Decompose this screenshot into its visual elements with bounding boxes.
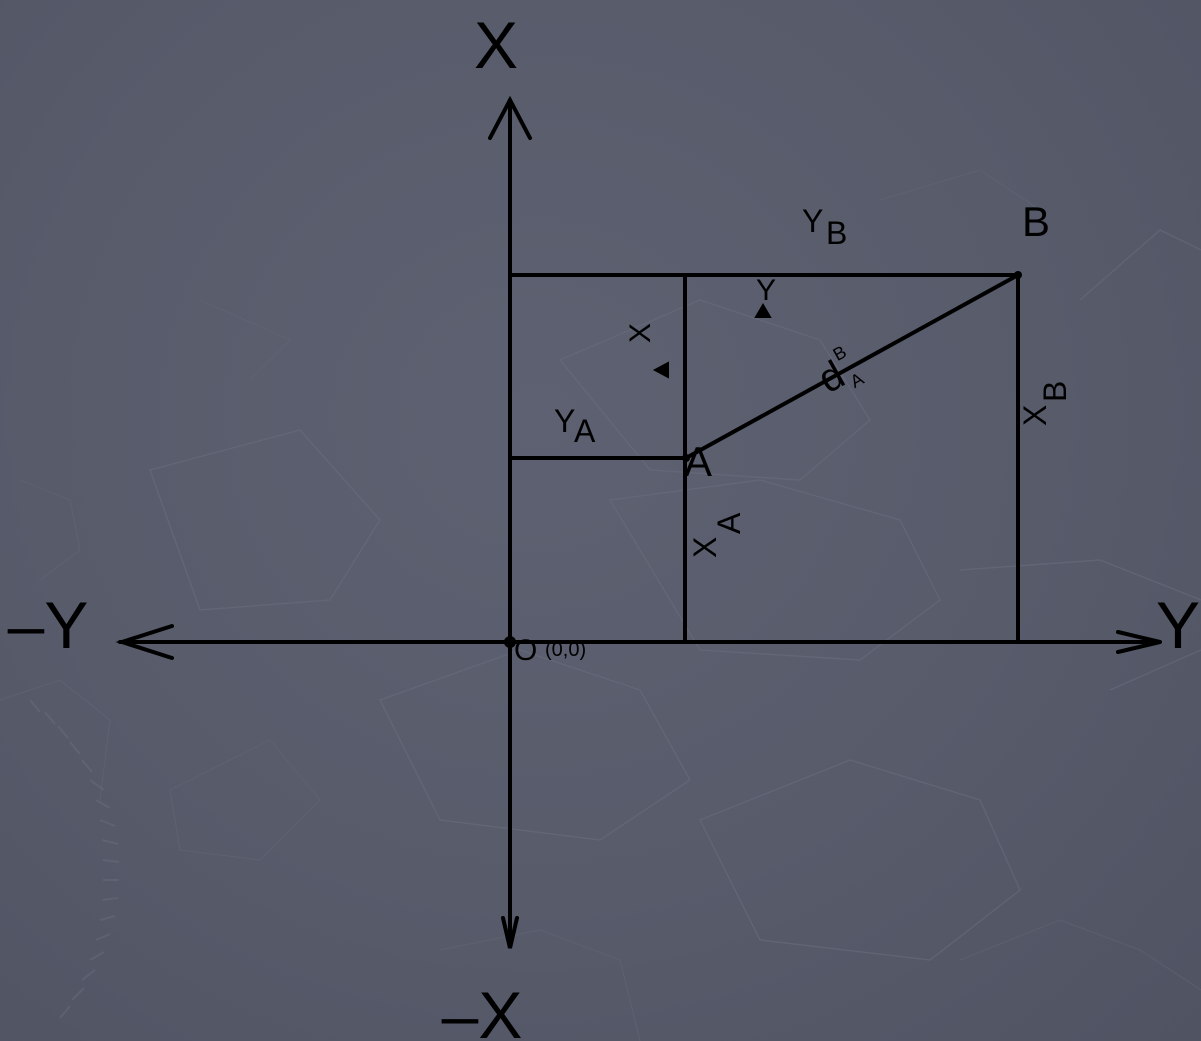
segment-ab: [685, 273, 1019, 460]
yb-label: Y B: [802, 203, 847, 251]
origin-coords: (0,0): [545, 639, 586, 661]
construction-lines: [510, 273, 1020, 642]
xa-label: X A: [687, 512, 747, 558]
axis-label-x-neg: –X: [442, 978, 523, 1041]
svg-text:B: B: [1037, 381, 1073, 402]
origin-label: O: [514, 634, 537, 667]
y-pos-arrowhead: [1116, 630, 1161, 654]
background-contours: [0, 169, 1201, 1041]
svg-text:Y: Y: [554, 403, 575, 439]
delta-y-triangle-icon: [754, 303, 772, 318]
distance-label: d B A: [811, 342, 867, 402]
axis-label-y-neg: –Y: [8, 588, 89, 662]
point-b-label: B: [1022, 198, 1050, 245]
point-a-label: A: [684, 438, 712, 485]
delta-x-triangle-icon: [652, 361, 669, 379]
svg-text:B: B: [826, 215, 847, 251]
point-a-dot: [682, 454, 690, 462]
delta-y-label: Y: [756, 274, 776, 307]
svg-text:A: A: [711, 512, 747, 534]
xb-label: X B: [1017, 381, 1073, 426]
svg-text:X: X: [624, 323, 657, 343]
y-neg-arrowhead: [115, 624, 174, 660]
x-neg-arrowhead: [501, 916, 519, 949]
svg-text:Y: Y: [802, 203, 823, 239]
ya-label: Y A: [554, 403, 596, 449]
point-b-dot: [1014, 271, 1022, 279]
delta-x-label: X: [624, 323, 657, 343]
axes: [115, 95, 1162, 949]
axis-label-x-pos: X: [474, 8, 518, 82]
svg-text:X: X: [1017, 405, 1053, 426]
svg-text:A: A: [574, 413, 596, 449]
x-axis-arrowhead: [488, 95, 532, 140]
svg-text:X: X: [687, 537, 723, 558]
axis-label-y-pos: Y: [1156, 588, 1200, 662]
origin-point: [504, 636, 516, 648]
